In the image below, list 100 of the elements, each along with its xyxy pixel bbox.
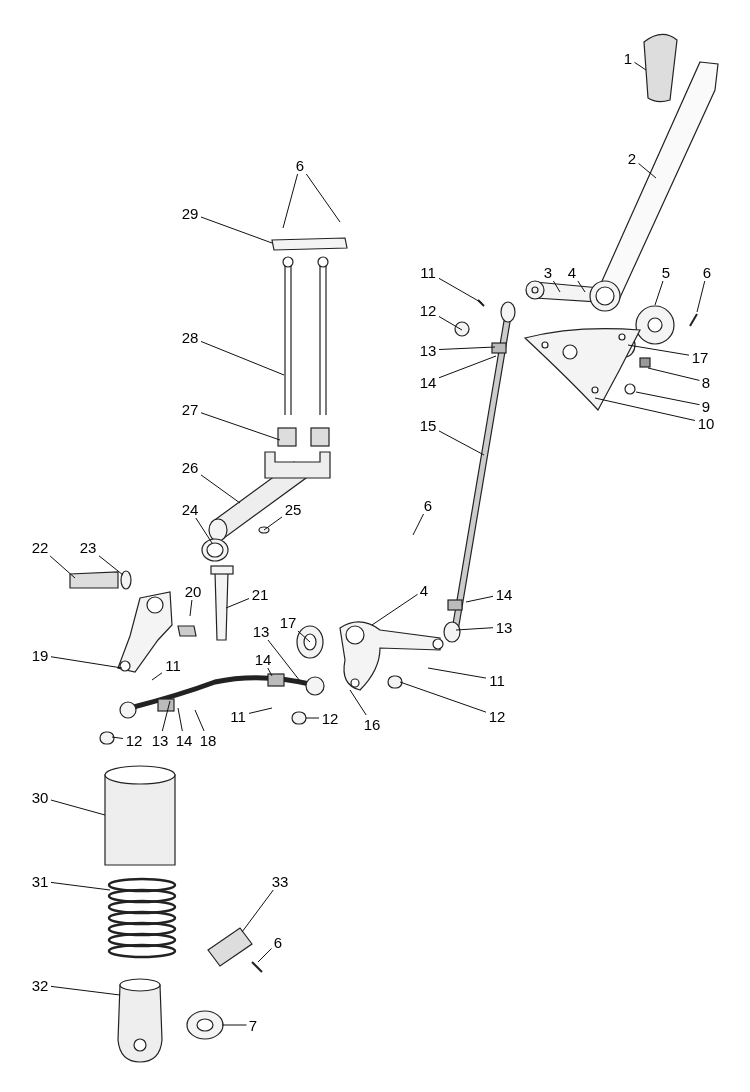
leader-line: [221, 1024, 247, 1026]
callout-number: 13: [151, 732, 169, 748]
leader-line: [263, 516, 283, 531]
leader-line: [438, 346, 496, 350]
callout-number: 30: [31, 789, 49, 805]
callout-number: 24: [181, 501, 199, 517]
callout-number: 10: [697, 415, 715, 431]
callout-number: 29: [181, 205, 199, 221]
leader-line: [399, 681, 487, 713]
leader-line: [98, 555, 124, 576]
callout-number: 26: [181, 459, 199, 475]
leader-line: [195, 517, 213, 544]
leader-line: [654, 280, 664, 306]
leader-line: [241, 889, 274, 933]
leader-line: [111, 736, 124, 739]
callout-number: 14: [175, 732, 193, 748]
leader-line: [200, 474, 241, 504]
leader-line: [151, 672, 163, 681]
leader-line: [349, 689, 367, 716]
leader-line: [248, 707, 273, 714]
callout-number: 2: [627, 150, 637, 166]
callout-number: 25: [284, 501, 302, 517]
leader-line: [438, 315, 463, 331]
callout-number: 15: [419, 417, 437, 433]
leader-line: [371, 593, 418, 626]
leader-line: [177, 707, 183, 732]
callout-number: 1: [623, 50, 633, 66]
leader-line: [412, 513, 424, 536]
leader-line: [194, 709, 205, 732]
leader-line: [225, 598, 250, 609]
callout-number: 27: [181, 401, 199, 417]
leader-line: [635, 391, 700, 406]
leader-line: [161, 700, 171, 732]
leader-line: [438, 355, 497, 379]
callout-number: 33: [271, 873, 289, 889]
callout-number: 31: [31, 873, 49, 889]
callout-number: 11: [489, 672, 505, 688]
callout-number: 11: [230, 708, 246, 724]
leader-line: [50, 985, 121, 996]
leader-line: [297, 630, 311, 643]
leader-line: [627, 344, 690, 356]
leader-line: [200, 340, 285, 376]
callout-number: 6: [295, 157, 305, 173]
leader-line: [438, 277, 483, 304]
leader-line: [647, 367, 700, 381]
leader-line: [267, 667, 273, 677]
callout-number: 32: [31, 977, 49, 993]
leader-line: [49, 555, 76, 579]
callout-number: 6: [273, 934, 283, 950]
leader-line: [438, 430, 485, 456]
leader-line: [594, 397, 696, 421]
callout-number: 17: [279, 614, 297, 630]
callout-number: 12: [125, 732, 143, 748]
leader-line: [267, 639, 301, 682]
leader-line: [50, 799, 106, 816]
leader-line: [257, 948, 272, 963]
callout-number: 20: [184, 583, 202, 599]
callout-number: 23: [79, 539, 97, 555]
leader-line: [634, 61, 647, 71]
callout-number: 28: [181, 329, 199, 345]
leader-line: [455, 627, 494, 631]
callout-number: 11: [420, 264, 436, 280]
leader-line: [189, 599, 193, 617]
callout-number: 14: [419, 374, 437, 390]
leader-line: [282, 173, 299, 229]
callout-number: 3: [543, 264, 553, 280]
callout-number: 18: [199, 732, 217, 748]
leader-line: [465, 595, 494, 603]
callout-number: 17: [691, 349, 709, 365]
leader-line: [638, 162, 657, 179]
callout-number: 4: [567, 264, 577, 280]
callout-number: 12: [488, 708, 506, 724]
callout-number: 14: [495, 586, 513, 602]
callout-number: 12: [321, 710, 339, 726]
callout-number: 8: [701, 374, 711, 390]
leader-line: [696, 280, 706, 313]
callout-number: 13: [495, 619, 513, 635]
callout-number: 4: [419, 582, 429, 598]
callout-number: 19: [31, 647, 49, 663]
callout-number: 6: [702, 264, 712, 280]
leader-line: [200, 216, 273, 244]
callout-number: 7: [248, 1017, 258, 1033]
leader-line: [50, 656, 123, 669]
callout-number: 13: [252, 623, 270, 639]
callout-number: 6: [423, 497, 433, 513]
leader-line: [552, 280, 561, 293]
callout-number: 21: [251, 586, 269, 602]
leader-line: [200, 412, 281, 441]
leader-line: [305, 717, 320, 719]
callout-number: 16: [363, 716, 381, 732]
callout-number: 13: [419, 342, 437, 358]
callout-number: 11: [165, 657, 181, 673]
leader-line: [50, 881, 111, 891]
leader-line: [305, 173, 341, 223]
leader-line: [577, 280, 586, 293]
leader-line: [427, 667, 487, 679]
callout-number: 22: [31, 539, 49, 555]
callout-number: 9: [701, 398, 711, 414]
callout-number: 5: [661, 264, 671, 280]
callout-number: 12: [419, 302, 437, 318]
